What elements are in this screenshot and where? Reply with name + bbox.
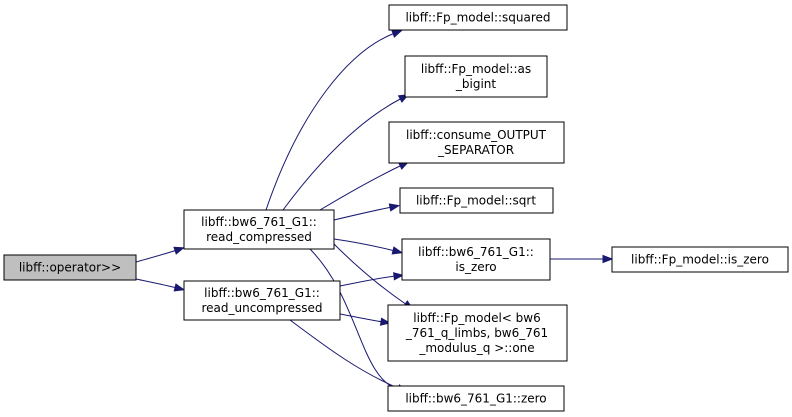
arrowhead-icon [391,29,403,38]
edge-read-compressed-to-consume-output-separator [319,161,410,211]
edge-line [265,32,396,211]
node-fp-one-line-1: libff::Fp_model< bw6 [413,311,540,325]
node-fp-is-zero-label: libff::Fp_model::is_zero [631,253,769,267]
node-fp-one[interactable]: libff::Fp_model< bw6 _761_q_limbs, bw6_7… [387,304,568,362]
edge-line [333,206,393,221]
arrowhead-icon [602,254,614,264]
node-g1-zero-label: libff::bw6_761_G1::zero [405,392,546,406]
node-as-bigint-line-1: libff::Fp_model::as [421,62,531,76]
edge-root-to-read-compressed [135,246,185,263]
node-root[interactable]: libff::operator>> [3,254,137,281]
node-consume-output-separator-line-2: _SEPARATOR [437,143,514,157]
node-read-compressed-line-2: read_compressed [206,230,312,244]
node-g1-is-zero-line-1: libff::bw6_761_G1:: [418,245,534,259]
edge-line [282,97,403,211]
edge-read-compressed-to-g1-is-zero [333,238,404,255]
node-fp-one-line-3: _modulus_q >::one [418,341,534,355]
node-sqrt-label: libff::Fp_model::sqrt [416,194,536,208]
arrowhead-icon [173,246,185,255]
edge-g1-is-zero-to-fp-is-zero [550,254,614,264]
edge-line [333,243,408,306]
node-g1-zero[interactable]: libff::bw6_761_G1::zero [387,385,565,412]
edge-read-compressed-to-squared [265,29,403,211]
node-read-compressed-line-1: libff::bw6_761_G1:: [201,215,317,229]
node-sqrt[interactable]: libff::Fp_model::sqrt [399,187,554,214]
edge-read-compressed-to-sqrt [333,203,401,221]
arrowhead-icon [173,283,186,292]
edge-line [339,275,397,287]
node-read-uncompressed-line-2: read_uncompressed [201,301,322,315]
arrowhead-icon [391,246,404,255]
node-as-bigint[interactable]: libff::Fp_model::as _bigint [404,55,548,98]
node-squared-label: libff::Fp_model::squared [405,11,550,25]
node-consume-output-separator[interactable]: libff::consume_OUTPUT _SEPARATOR [388,121,565,164]
edge-line [339,313,384,323]
edge-line [289,319,401,390]
node-read-compressed[interactable]: libff::bw6_761_G1:: read_compressed [183,209,335,250]
node-squared[interactable]: libff::Fp_model::squared [388,4,568,31]
node-g1-is-zero-line-2: is_zero [455,260,496,274]
node-read-uncompressed[interactable]: libff::bw6_761_G1:: read_uncompressed [183,280,341,321]
node-root-label: libff::operator>> [19,261,121,275]
edge-line [135,249,178,263]
edge-read-uncompressed-to-g1-is-zero [339,272,405,287]
node-g1-is-zero[interactable]: libff::bw6_761_G1:: is_zero [401,238,551,281]
node-fp-one-line-2: _761_q_limbs, bw6_761 [405,326,548,340]
node-fp-is-zero[interactable]: libff::Fp_model::is_zero [611,246,789,273]
arrowhead-icon [393,272,405,281]
edge-line [333,238,396,252]
arrowhead-icon [388,203,401,212]
node-as-bigint-line-2: _bigint [455,77,497,91]
edge-line [135,278,178,289]
edge-root-to-read-uncompressed [135,278,186,292]
node-read-uncompressed-line-1: libff::bw6_761_G1:: [204,286,320,300]
edge-line [319,164,403,211]
edge-read-uncompressed-to-fp-one [339,313,392,326]
node-consume-output-separator-line-1: libff::consume_OUTPUT [406,128,547,142]
